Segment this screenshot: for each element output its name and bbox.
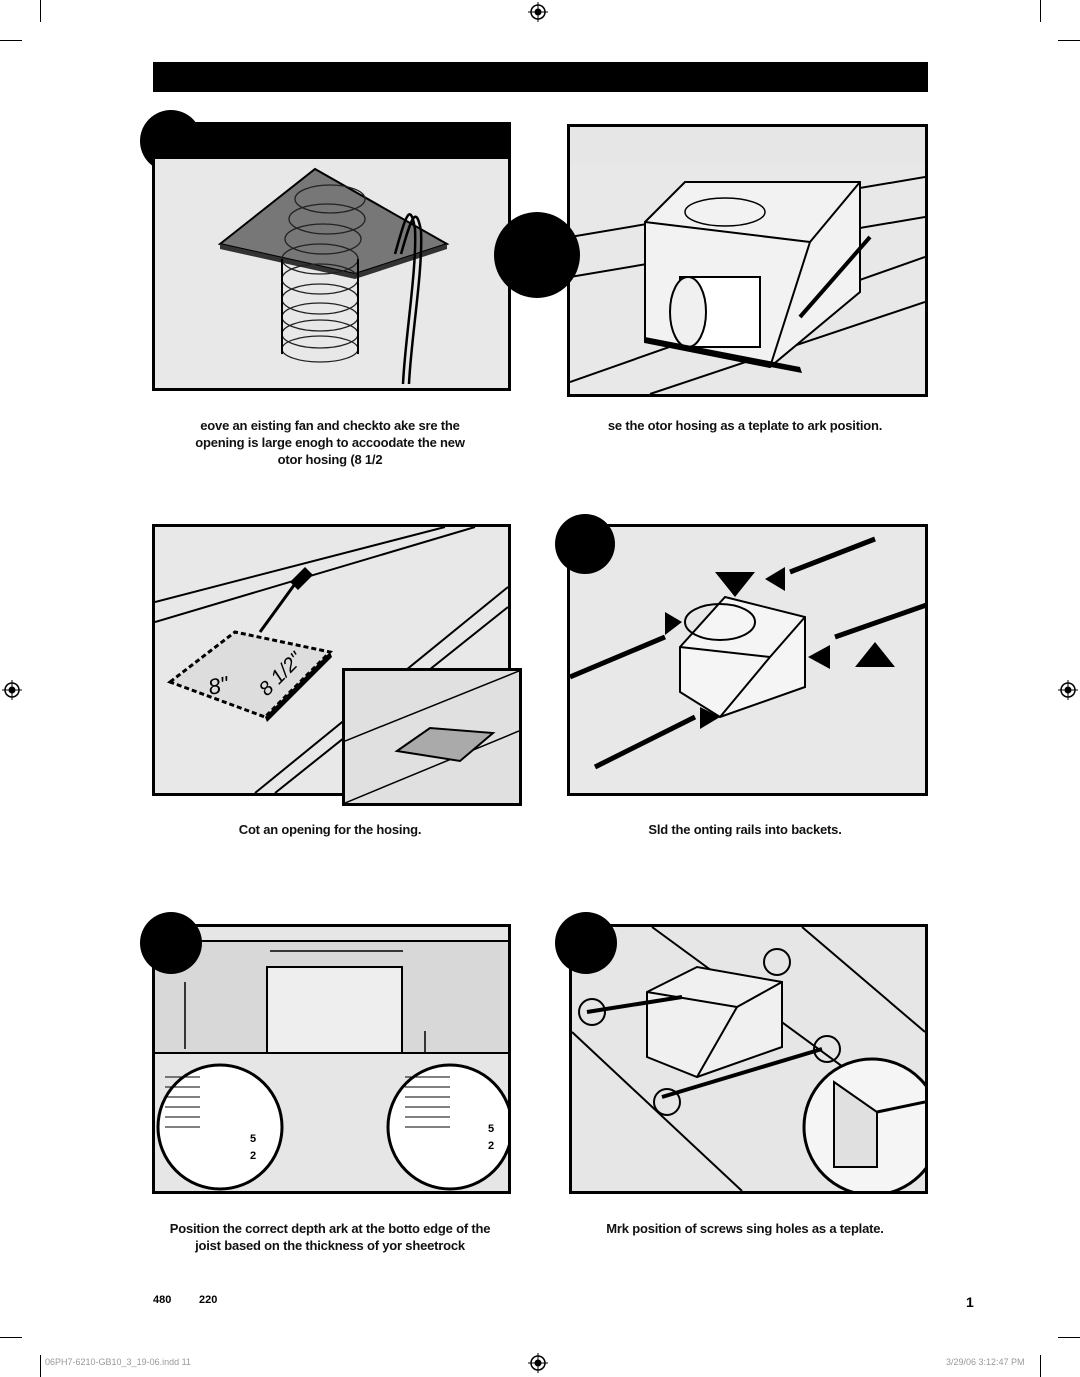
depth-mark-2-left: 2: [250, 1150, 256, 1162]
crop-mark-icon: [1058, 1337, 1080, 1338]
step2-caption: se the otor hosing as a teplate to ark p…: [560, 417, 930, 434]
step5-caption-line2: joist based on the thickness of yor shee…: [195, 1238, 465, 1253]
crop-mark-icon: [0, 1337, 22, 1338]
crop-mark-icon: [40, 0, 41, 22]
crop-mark-icon: [1040, 0, 1041, 22]
model-number-left: 480: [153, 1294, 172, 1306]
step3-caption: Cot an opening for the hosing.: [150, 821, 510, 838]
step1-caption: eove an eisting fan and checkto ake sre …: [150, 417, 510, 468]
slug-timestamp: 3/29/06 3:12:47 PM: [946, 1357, 1025, 1367]
step5-caption-line1: Position the correct depth ark at the bo…: [169, 1221, 491, 1236]
step1-illustration: [152, 156, 511, 391]
step6-number-bubble: [555, 912, 617, 974]
crop-mark-icon: [40, 1355, 41, 1377]
step3-caption-line1: Cot an opening for the hosing.: [238, 822, 422, 837]
depth-mark-5-right: 5: [488, 1123, 494, 1135]
step4-number-bubble: [555, 514, 615, 574]
step6-illustration: [569, 924, 928, 1194]
registration-mark-icon: [528, 1353, 548, 1373]
step3-inset: [342, 668, 522, 806]
page-number: 1: [966, 1294, 974, 1310]
step4-caption: Sld the onting rails into backets.: [560, 821, 930, 838]
depth-mark-2-right: 2: [488, 1140, 494, 1152]
step2-caption-line1: se the otor hosing as a teplate to ark p…: [607, 418, 883, 433]
step5-number-bubble: [140, 912, 202, 974]
arrow-down-icon: [715, 572, 755, 597]
model-number-right: 220: [199, 1294, 218, 1306]
crop-mark-icon: [0, 40, 22, 41]
step1-header: [165, 122, 511, 158]
depth-mark-5-left: 5: [250, 1133, 256, 1145]
registration-mark-icon: [528, 2, 548, 22]
crop-mark-icon: [1040, 1355, 1041, 1377]
arrow-left-icon: [808, 645, 830, 669]
step2-illustration: [567, 124, 928, 397]
step4-illustration: [567, 524, 928, 796]
registration-mark-icon: [1058, 680, 1078, 700]
step5-caption: Position the correct depth ark at the bo…: [150, 1220, 510, 1254]
step1-caption-line1: eove an eisting fan and checkto ake sre …: [200, 418, 460, 433]
step6-caption-line1: Mrk position of screws sing holes as a t…: [606, 1221, 884, 1236]
arrow-right-icon: [700, 707, 720, 729]
step1-caption-line2: opening is large enogh to accoodate the …: [195, 435, 465, 450]
step1-caption-line3: otor hosing (8 1/2: [277, 452, 383, 467]
arrow-right-icon: [665, 612, 682, 635]
slug-file-info: 06PH7-6210-GB10_3_19-06.indd 11: [45, 1357, 191, 1367]
registration-mark-icon: [2, 680, 22, 700]
step4-caption-line1: Sld the onting rails into backets.: [648, 822, 842, 837]
step2-number-bubble: [494, 212, 580, 298]
section-header-bar: [153, 62, 928, 92]
crop-mark-icon: [1058, 40, 1080, 41]
step6-caption: Mrk position of screws sing holes as a t…: [560, 1220, 930, 1237]
arrow-left-icon: [765, 567, 785, 591]
arrow-up-icon: [855, 642, 895, 667]
step5-illustration: 5 2 5 2: [152, 924, 511, 1194]
